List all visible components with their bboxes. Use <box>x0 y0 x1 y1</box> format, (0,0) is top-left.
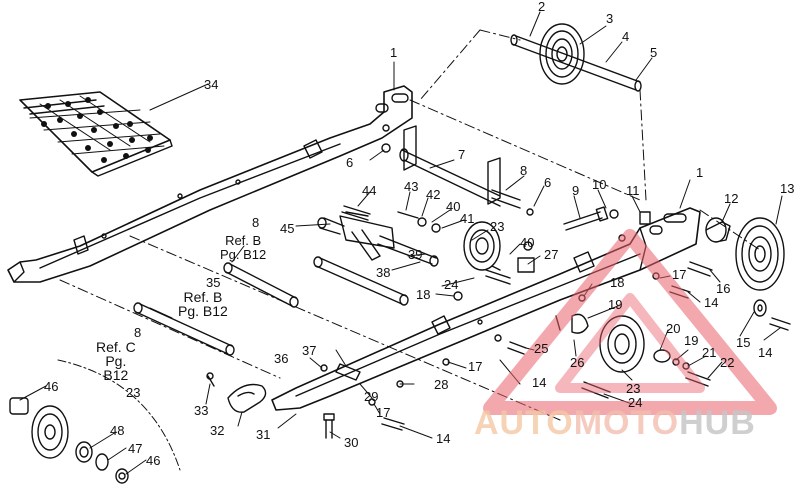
callout-33: 33 <box>194 403 209 418</box>
callout-44: 44 <box>362 183 377 198</box>
callout-17: 17 <box>672 267 687 282</box>
callout-5: 5 <box>650 45 658 60</box>
callout-8: 8 <box>134 325 142 340</box>
callout-22: 22 <box>720 355 735 370</box>
top-axle-wheel <box>510 23 642 92</box>
callout-14: 14 <box>532 375 547 390</box>
reference-note-b-mid: Ref. B Pg. B12 <box>178 290 228 318</box>
automotohub-watermark-text: AUTOMOTOHUB <box>474 404 756 443</box>
reference-line: Ref. C <box>96 339 136 355</box>
callout-27: 27 <box>544 247 559 262</box>
right-wheel-group <box>687 217 791 331</box>
clip-32 <box>227 383 267 413</box>
callout-38: 38 <box>376 265 391 280</box>
callout-7: 7 <box>458 147 466 162</box>
callout-40: 40 <box>446 199 461 214</box>
callout-23: 23 <box>126 385 141 400</box>
callout-17: 17 <box>468 359 483 374</box>
callout-1: 1 <box>696 165 704 180</box>
callout-12: 12 <box>724 191 739 206</box>
rear-idler-23 <box>491 265 711 399</box>
callout-4: 4 <box>622 29 630 44</box>
callout-17: 17 <box>376 405 391 420</box>
reference-line: Pg. B12 <box>220 247 267 262</box>
callout-37: 37 <box>302 343 317 358</box>
cross-shafts <box>133 148 501 356</box>
center-lines <box>59 29 761 421</box>
reference-line: Pg. <box>105 353 127 369</box>
callout-31: 31 <box>256 427 271 442</box>
callout-21: 21 <box>702 345 717 360</box>
callout-32: 32 <box>210 423 225 438</box>
callout-36: 36 <box>274 351 289 366</box>
bolts-right-top <box>563 206 651 231</box>
upper-arm <box>381 125 534 216</box>
callout-46: 46 <box>146 453 161 468</box>
reference-line: Ref. B <box>225 233 262 248</box>
callout-23: 23 <box>626 381 641 396</box>
callout-35: 35 <box>206 275 221 290</box>
callout-9: 9 <box>572 183 580 198</box>
callout-34: 34 <box>204 77 219 92</box>
automotohub-watermark-logo <box>483 229 777 415</box>
callout-16: 16 <box>716 281 731 296</box>
callout-8: 8 <box>252 215 260 230</box>
callout-23: 23 <box>490 219 505 234</box>
callout-24: 24 <box>444 277 459 292</box>
callout-19: 19 <box>608 297 623 312</box>
callout-1: 1 <box>390 45 398 60</box>
watermark-moto: MOTO <box>573 404 680 442</box>
callout-43: 43 <box>404 179 419 194</box>
watermark-auto: AUTO <box>474 404 574 442</box>
center-idler-23 <box>339 211 535 285</box>
watermark-hub: HUB <box>679 404 756 442</box>
reference-line: Pg. B12 <box>178 303 228 319</box>
track-plate-34 <box>19 91 173 177</box>
callout-39: 39 <box>408 247 423 262</box>
callout-20: 20 <box>666 321 681 336</box>
callout-8: 8 <box>520 163 528 178</box>
callout-6: 6 <box>346 155 354 170</box>
callout-13: 13 <box>780 181 795 196</box>
callout-28: 28 <box>434 377 449 392</box>
callout-10: 10 <box>592 177 607 192</box>
callout-42: 42 <box>426 187 441 202</box>
callout-18: 18 <box>416 287 431 302</box>
callout-14: 14 <box>436 431 451 446</box>
callout-41: 41 <box>460 211 475 226</box>
callout-40: 40 <box>520 235 535 250</box>
callout-25: 25 <box>534 341 549 356</box>
callout-30: 30 <box>344 435 359 450</box>
callout-15: 15 <box>736 335 751 350</box>
callout-18: 18 <box>610 275 625 290</box>
reference-line: Ref. B <box>183 289 223 305</box>
left-rail <box>7 85 413 283</box>
callout-29: 29 <box>364 389 379 404</box>
leader-lines <box>19 11 783 475</box>
callout-14: 14 <box>704 295 719 310</box>
reference-line: B12 <box>103 367 129 383</box>
callout-3: 3 <box>606 11 614 26</box>
callout-26: 26 <box>570 355 585 370</box>
callout-6: 6 <box>544 175 552 190</box>
callout-45: 45 <box>280 221 295 236</box>
callout-48: 48 <box>110 423 125 438</box>
callout-47: 47 <box>128 441 143 456</box>
callout-2: 2 <box>538 0 546 14</box>
callout-46: 46 <box>44 379 59 394</box>
callout-19: 19 <box>684 333 699 348</box>
bottom-left-wheel <box>9 359 181 484</box>
reference-note-b-top: Ref. B Pg. B12 <box>220 234 266 262</box>
callout-11: 11 <box>626 183 640 198</box>
callout-14: 14 <box>758 345 773 360</box>
callout-24: 24 <box>628 395 643 410</box>
reference-note-c: Ref. C Pg. B12 <box>96 340 136 382</box>
